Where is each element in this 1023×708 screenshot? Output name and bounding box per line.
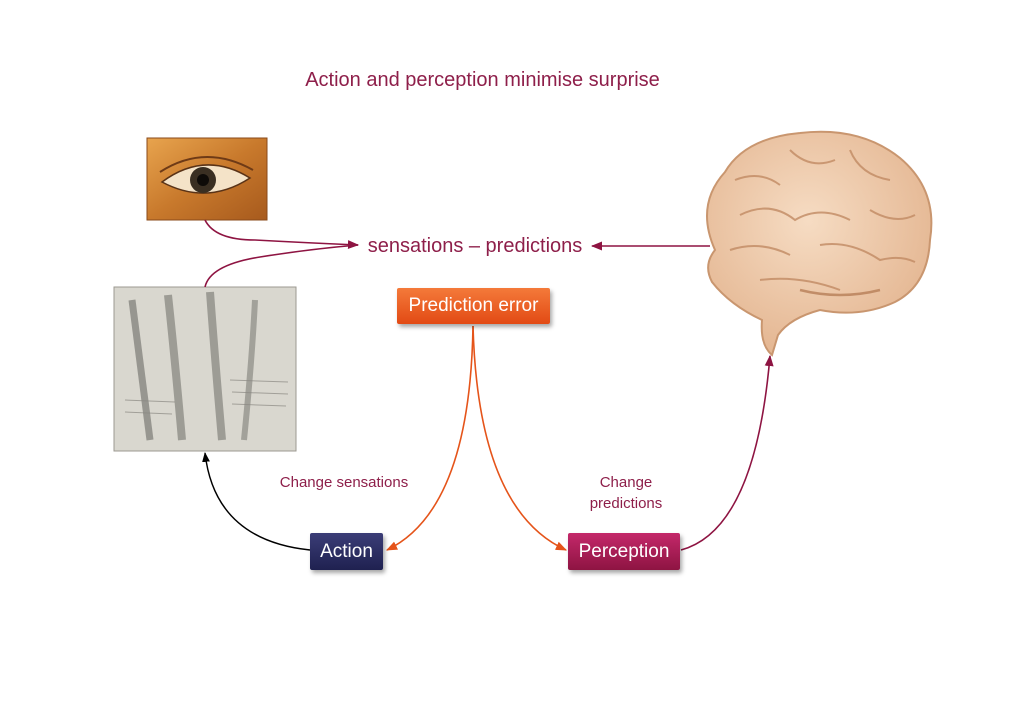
arrow-eye-to-sensations [204,219,360,250]
diagram-title: Action and perception minimise surprise [305,69,660,91]
prediction-error-node: Prediction error [397,288,550,324]
eye-image [146,137,268,221]
change-sensations-label: Change sensations [279,474,409,491]
arrow-arm-to-sensations [204,244,359,288]
arm-sketch-image [113,286,297,452]
change-predictions-label-line1: Change [599,474,653,491]
perception-node: Perception [568,533,680,570]
action-node: Action [310,533,383,570]
brain-image [706,130,933,357]
arrow-error-to-perception [472,325,568,551]
change-predictions-label-line2: predictions [589,495,663,512]
arrow-perception-to-brain [680,354,774,551]
arrow-error-to-action [385,325,474,551]
sensations-predictions-label: sensations – predictions [367,235,583,257]
arrow-action-to-arm [202,452,311,551]
